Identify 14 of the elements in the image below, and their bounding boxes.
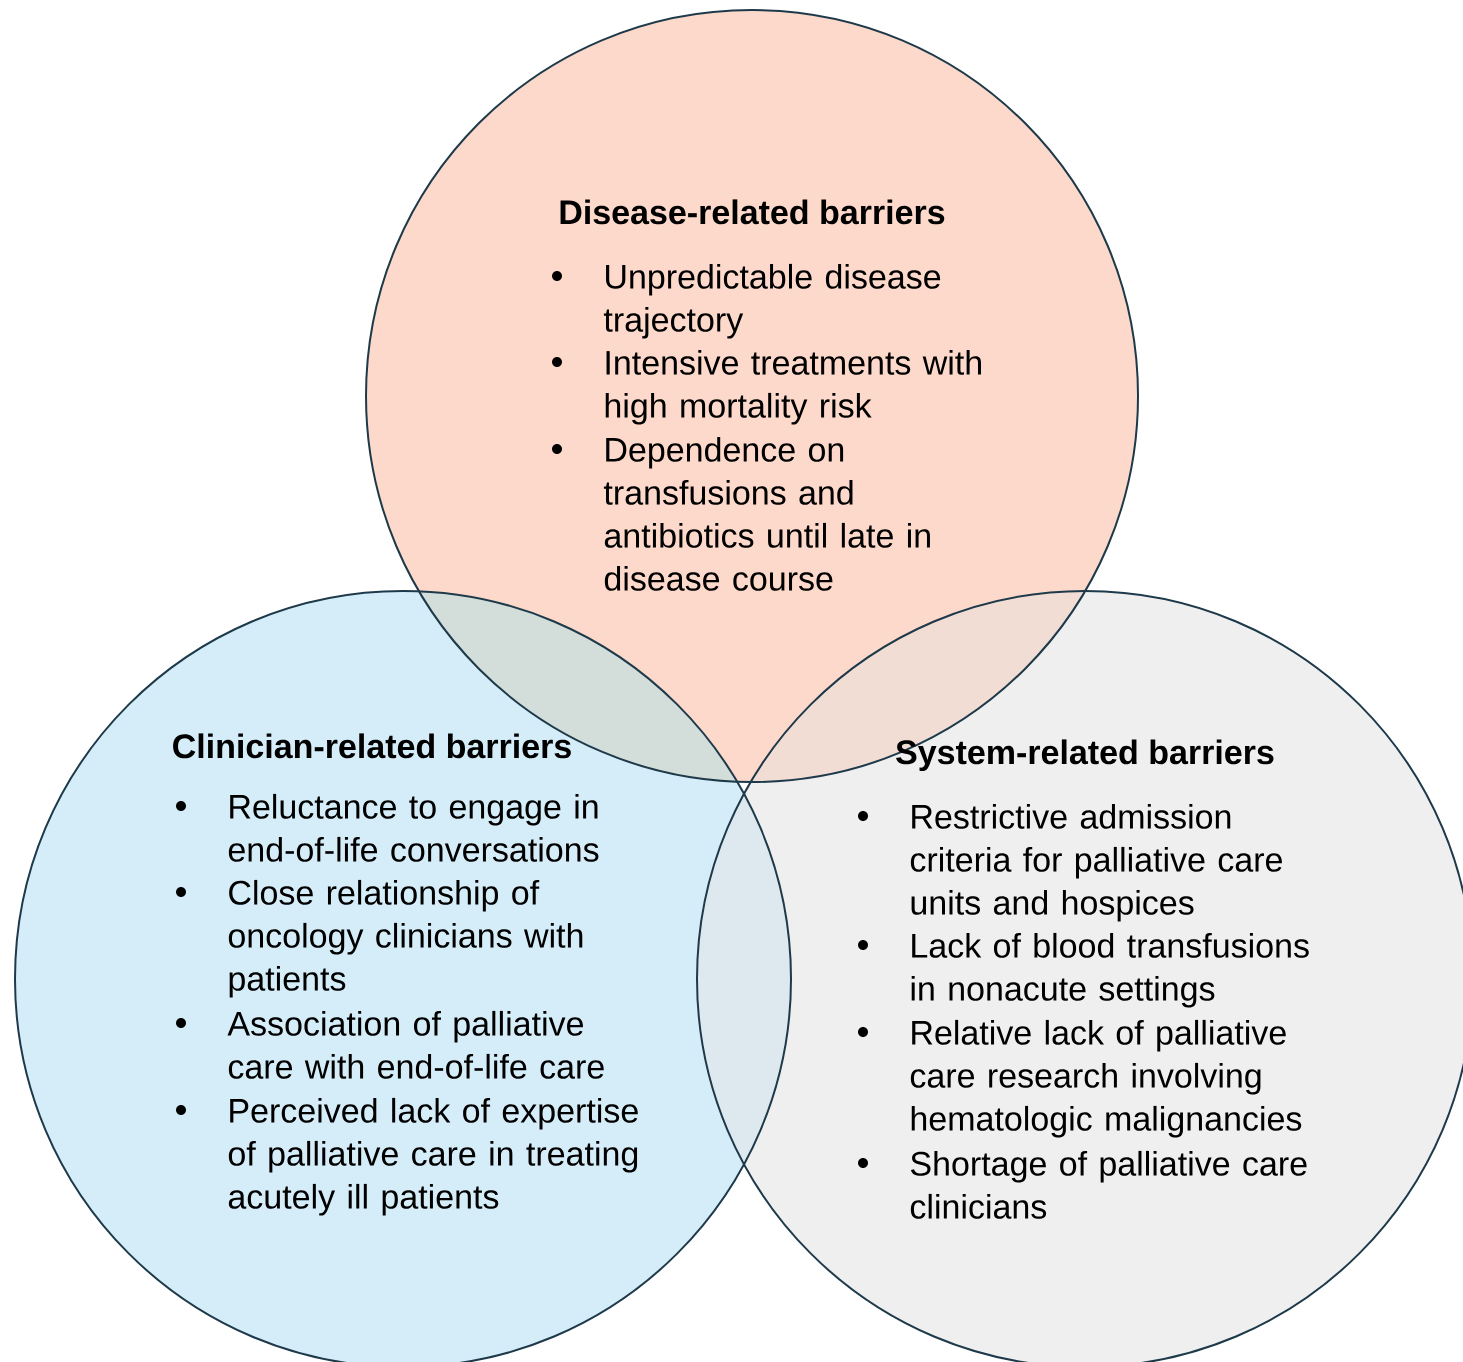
circle-heading: Clinician-related barriers (173, 733, 571, 759)
bullet-item: Relative lack of palliative care research involving hematologic malignancies (858, 1019, 1302, 1138)
bullet-item: Association of palliative care with end-of-life care (176, 1010, 604, 1079)
circle-heading: System-related barriers (896, 739, 1274, 772)
bullet-item: Lack of blood transfusions in nonacute settings (858, 932, 1309, 1008)
bullet-item: Unpredictable disease trajectory (552, 263, 941, 339)
bullet-item: Dependence on transfusions and antibiotics until late in disease course (552, 436, 930, 591)
circle-heading: Disease-related barriers (560, 199, 945, 225)
bullet-item: Close relationship of oncology clinicians with patients (176, 879, 583, 998)
bullet-item: Reluctance to engage in end-of-life conversations (176, 793, 599, 862)
bullet-item: Restrictive admission criteria for palliative care units and hospices (858, 803, 1282, 922)
bullet-item: Perceived lack of expertise of palliative care in treating acutely ill patients (176, 1097, 638, 1216)
bullet-item: Intensive treatments with high mortality risk (552, 349, 981, 425)
bullet-item: Shortage of palliative care clinicians (858, 1150, 1307, 1219)
